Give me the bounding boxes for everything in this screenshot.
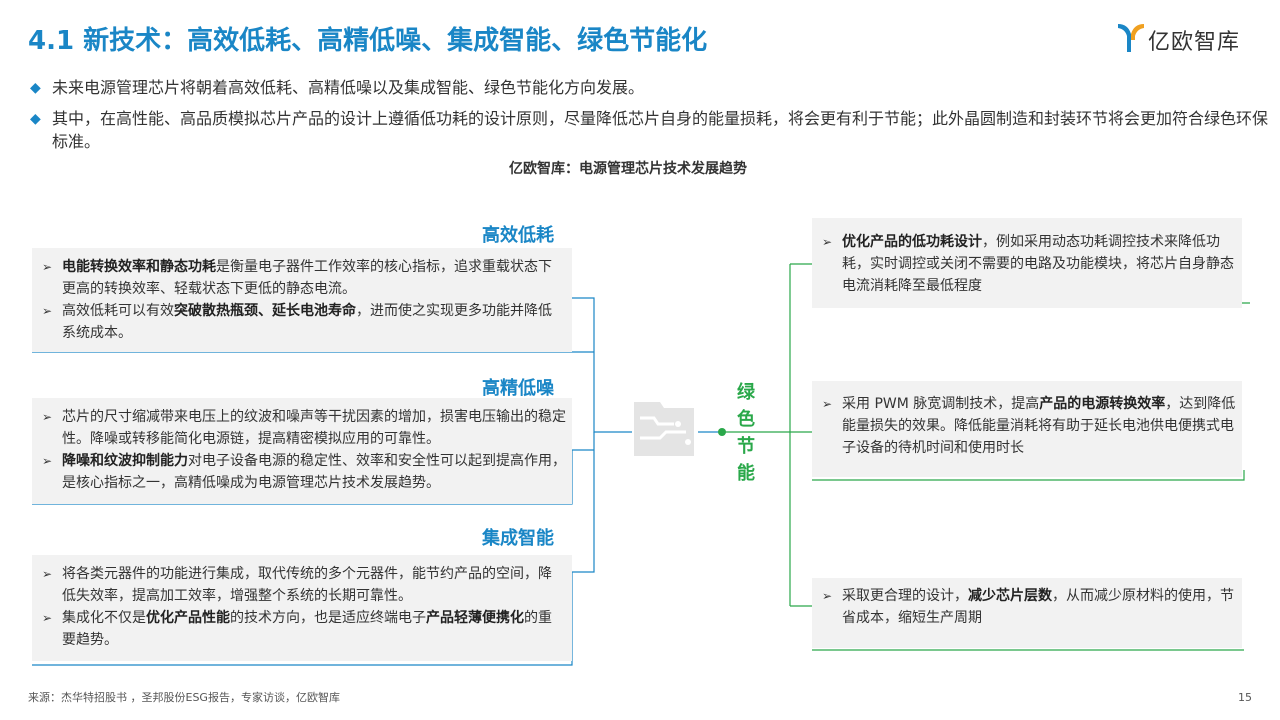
list-item: ➢ 高效低耗可以有效突破散热瓶颈、延长电池寿命，进而使之实现更多功能并降低系统成本… bbox=[42, 300, 564, 344]
list-item: ➢ 降噪和纹波抑制能力对电子设备电源的稳定性、效率和安全性可以起到提高作用，是核心… bbox=[42, 450, 566, 494]
group-heading-integration: 集成智能 bbox=[482, 528, 554, 549]
list-item: ➢ 采取更合理的设计，减少芯片层数，从而减少原材料的使用，节省成本，缩短生产周期 bbox=[822, 585, 1236, 629]
item-text: ，进而使之实现更多功能并降低系统成本。 bbox=[62, 303, 552, 341]
bold-text: 优化产品的低功耗设计 bbox=[842, 234, 982, 250]
item-text: ，例如采用动态功耗调控技术来降低功耗，实时调控或关闭不需要的电路及功能模块，将芯… bbox=[842, 234, 1234, 294]
item-text: 集成化不仅是 bbox=[62, 610, 146, 626]
bold-text: 优化产品性能 bbox=[146, 610, 230, 626]
item-text: 采用 PWM 脉宽调制技术，提高 bbox=[842, 396, 1040, 412]
arrow-bullet-icon: ➢ bbox=[42, 454, 53, 468]
page-number: 15 bbox=[1238, 691, 1252, 704]
diagram-title: 亿欧智库：电源管理芯片技术发展趋势 bbox=[509, 161, 747, 177]
item-text: 采取更合理的设计， bbox=[842, 588, 968, 604]
arrow-bullet-icon: ➢ bbox=[42, 304, 53, 318]
arrow-bullet-icon: ➢ bbox=[42, 260, 53, 274]
item-text: 的重要趋势。 bbox=[62, 610, 552, 648]
logo-text: 亿欧智库 bbox=[1148, 30, 1241, 55]
green-box-low-power: ➢ 优化产品的低功耗设计，例如采用动态功耗调控技术来降低功耗，实时调控或关闭不需要… bbox=[812, 218, 1242, 308]
item-text: 芯片的尺寸缩减带来电压上的纹波和噪声等干扰因素的增加，损害电压输出的稳定性。降噪… bbox=[62, 409, 566, 447]
arrow-bullet-icon: ➢ bbox=[42, 611, 53, 625]
group-heading-efficiency: 高效低耗 bbox=[482, 225, 554, 246]
bold-text: 产品的电源转换效率 bbox=[1039, 396, 1166, 412]
group-box-precision: ➢ 芯片的尺寸缩减带来电压上的纹波和噪声等干扰因素的增加，损害电压输出的稳定性。降… bbox=[32, 398, 572, 504]
group-box-integration: ➢ 将各类元器件的功能进行集成，取代传统的多个元器件，能节约产品的空间，降低失效率… bbox=[32, 555, 572, 661]
item-text: 是衡量电子器件工作效率的核心指标，追求重载状态下更高的转换效率、轻载状态下更低的… bbox=[62, 259, 552, 297]
arrow-bullet-icon: ➢ bbox=[822, 235, 833, 249]
arrow-bullet-icon: ➢ bbox=[42, 410, 53, 424]
green-box-fewer-layers: ➢ 采取更合理的设计，减少芯片层数，从而减少原材料的使用，节省成本，缩短生产周期 bbox=[812, 578, 1242, 648]
item-text: 高效低耗可以有效 bbox=[62, 303, 174, 319]
list-item: ➢ 优化产品的低功耗设计，例如采用动态功耗调控技术来降低功耗，实时调控或关闭不需要… bbox=[822, 231, 1236, 297]
bullet-text: 其中，在高性能、高品质模拟芯片产品的设计上遵循低功耗的设计原则，尽量降低芯片自身… bbox=[52, 109, 1269, 151]
group-heading-precision: 高精低噪 bbox=[482, 378, 554, 399]
list-item: ➢ 芯片的尺寸缩减带来电压上的纹波和噪声等干扰因素的增加，损害电压输出的稳定性。降… bbox=[42, 406, 566, 450]
bold-text: 电能转换效率和静态功耗 bbox=[62, 259, 216, 275]
bold-text: 产品轻薄便携化 bbox=[426, 610, 524, 626]
list-item: ➢ 将各类元器件的功能进行集成，取代传统的多个元器件，能节约产品的空间，降低失效率… bbox=[42, 563, 564, 607]
green-energy-label: 绿 色 节 能 bbox=[728, 379, 764, 487]
logo: 亿欧智库 bbox=[1116, 18, 1256, 58]
list-item: ➢ 电能转换效率和静态功耗是衡量电子器件工作效率的核心指标，追求重载状态下更高的转… bbox=[42, 256, 564, 300]
page-title: 4.1 新技术：高效低耗、高精低噪、集成智能、绿色节能化 bbox=[28, 26, 708, 56]
arrow-bullet-icon: ➢ bbox=[42, 567, 53, 581]
arrow-bullet-icon: ➢ bbox=[822, 397, 833, 411]
chip-icon bbox=[634, 402, 694, 456]
item-text: 将各类元器件的功能进行集成，取代传统的多个元器件，能节约产品的空间，降低失效率，… bbox=[62, 566, 552, 604]
yiou-logo-icon bbox=[1118, 24, 1144, 52]
arrow-bullet-icon: ➢ bbox=[822, 589, 833, 603]
bold-text: 减少芯片层数 bbox=[968, 588, 1052, 604]
item-text: 对电子设备电源的稳定性、效率和安全性可以起到提高作用，是核心指标之一，高精低噪成… bbox=[62, 453, 566, 491]
item-text: ，达到降低能量损失的效果。降低能量消耗将有助于延长电池供电便携式电子设备的待机时… bbox=[842, 396, 1236, 456]
source-note: 来源：杰华特招股书 ，圣邦股份ESG报告，专家访谈，亿欧智库 bbox=[28, 691, 340, 704]
item-text: 的技术方向，也是适应终端电子 bbox=[230, 610, 426, 626]
list-item: ➢ 采用 PWM 脉宽调制技术，提高产品的电源转换效率，达到降低能量损失的效果。降… bbox=[822, 393, 1236, 459]
bold-text: 突破散热瓶颈、延长电池寿命 bbox=[174, 303, 356, 319]
center-label-char: 能 bbox=[737, 463, 755, 484]
center-label-char: 绿 bbox=[737, 382, 755, 403]
diamond-bullet-icon: ◆ bbox=[30, 80, 41, 96]
diamond-bullet-icon: ◆ bbox=[30, 111, 41, 127]
bullet-text: 未来电源管理芯片将朝着高效低耗、高精低噪以及集成智能、绿色节能化方向发展。 bbox=[52, 78, 645, 97]
green-box-pwm: ➢ 采用 PWM 脉宽调制技术，提高产品的电源转换效率，达到降低能量损失的效果。降… bbox=[812, 381, 1242, 477]
group-box-efficiency: ➢ 电能转换效率和静态功耗是衡量电子器件工作效率的核心指标，追求重载状态下更高的转… bbox=[32, 248, 572, 352]
bold-text: 降噪和纹波抑制能力 bbox=[62, 453, 188, 469]
list-item: ➢ 集成化不仅是优化产品性能的技术方向，也是适应终端电子产品轻薄便携化的重要趋势。 bbox=[42, 607, 564, 651]
item-text: ，从而减少原材料的使用，节省成本，缩短生产周期 bbox=[842, 588, 1234, 626]
center-label-char: 节 bbox=[737, 436, 755, 457]
center-label-char: 色 bbox=[737, 409, 755, 430]
